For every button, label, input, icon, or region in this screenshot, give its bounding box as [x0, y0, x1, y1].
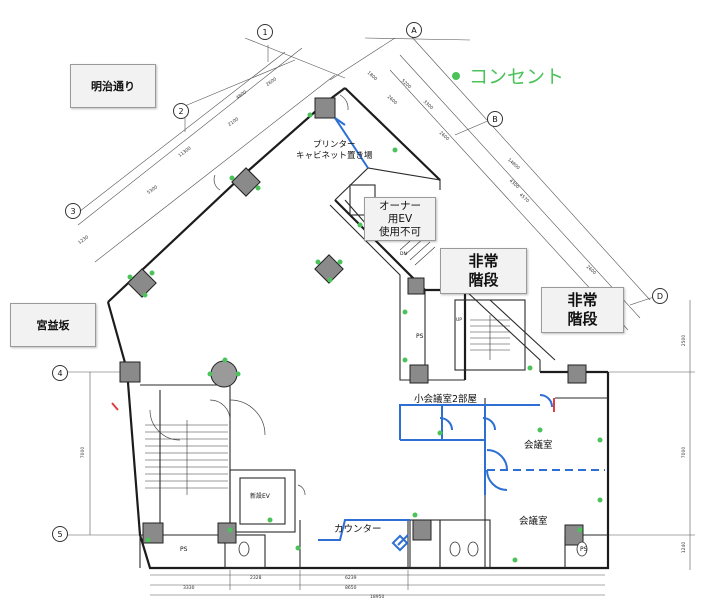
dimension-label: 18950 — [370, 595, 385, 600]
printer-area-label: プリンター キャビネット置き場 — [296, 140, 373, 162]
ps-label: PS — [180, 546, 188, 553]
grid-marker-A: A — [406, 22, 422, 38]
emergency-stairs-line2: 階段 — [567, 310, 598, 328]
dimension-label: 2500 — [682, 334, 688, 347]
owner-ev-label: オーナー 用EV 使用不可 — [364, 197, 436, 241]
meeting-room-upper-label: 会議室 — [524, 440, 553, 451]
printer-area-line2: キャビネット置き場 — [296, 151, 373, 161]
owner-ev-line2: 用EV — [387, 212, 413, 225]
grid-marker-4: 4 — [52, 365, 68, 381]
grid-marker-3: 3 — [65, 203, 81, 219]
dimension-label: 1240 — [682, 541, 688, 554]
new-ev-label: 新設EV — [250, 493, 270, 500]
interior-walls — [139, 87, 608, 569]
outlet-legend: コンセント — [452, 62, 564, 89]
grid-marker-5: 5 — [52, 526, 68, 542]
grid-marker-2: 2 — [173, 103, 189, 119]
dimension-lines — [65, 34, 695, 596]
counter-label: カウンター — [334, 524, 382, 535]
new-partitions — [318, 117, 553, 552]
dimension-label: 7000 — [682, 446, 688, 459]
stair-up-label: UP — [456, 318, 463, 323]
outlet-legend-dot-icon — [452, 71, 460, 80]
stair-treads — [145, 231, 510, 495]
ps-label: PS — [416, 333, 424, 340]
emergency-stairs-line1: 非常 — [468, 252, 499, 270]
emergency-stairs-line1: 非常 — [567, 291, 598, 309]
dimension-label: 6239 — [345, 576, 357, 581]
door-swings — [149, 94, 349, 496]
street-label-miyamasu: 宮益坂 — [10, 303, 96, 347]
red-door-mark-left — [111, 402, 119, 411]
dimension-label: 7000 — [81, 446, 87, 459]
printer-area-line1: プリンター — [313, 140, 356, 150]
grid-marker-1: 1 — [257, 24, 273, 40]
grid-marker-D: D — [652, 288, 668, 304]
dimension-label: 8650 — [345, 586, 357, 591]
grid-marker-B: B — [487, 111, 503, 127]
outlet-legend-label: コンセント — [469, 66, 565, 88]
stair-down-label: DN — [400, 252, 407, 257]
street-label-meiji: 明治通り — [70, 64, 156, 108]
ps-label: PS — [580, 546, 588, 553]
emergency-stairs-label-upper: 非常 階段 — [440, 248, 527, 294]
owner-ev-line1: オーナー — [379, 199, 421, 212]
dimension-label: 3330 — [183, 586, 195, 591]
owner-ev-line3: 使用不可 — [379, 225, 421, 238]
emergency-stairs-label-right: 非常 階段 — [541, 287, 624, 333]
toilets — [238, 541, 588, 557]
meeting-room-lower-label: 会議室 — [519, 516, 548, 527]
small-meeting-room-label: 小会議室2部屋 — [414, 394, 478, 405]
round-column — [210, 360, 238, 388]
dimension-label: 2328 — [250, 576, 262, 581]
emergency-stairs-line2: 階段 — [468, 271, 499, 289]
